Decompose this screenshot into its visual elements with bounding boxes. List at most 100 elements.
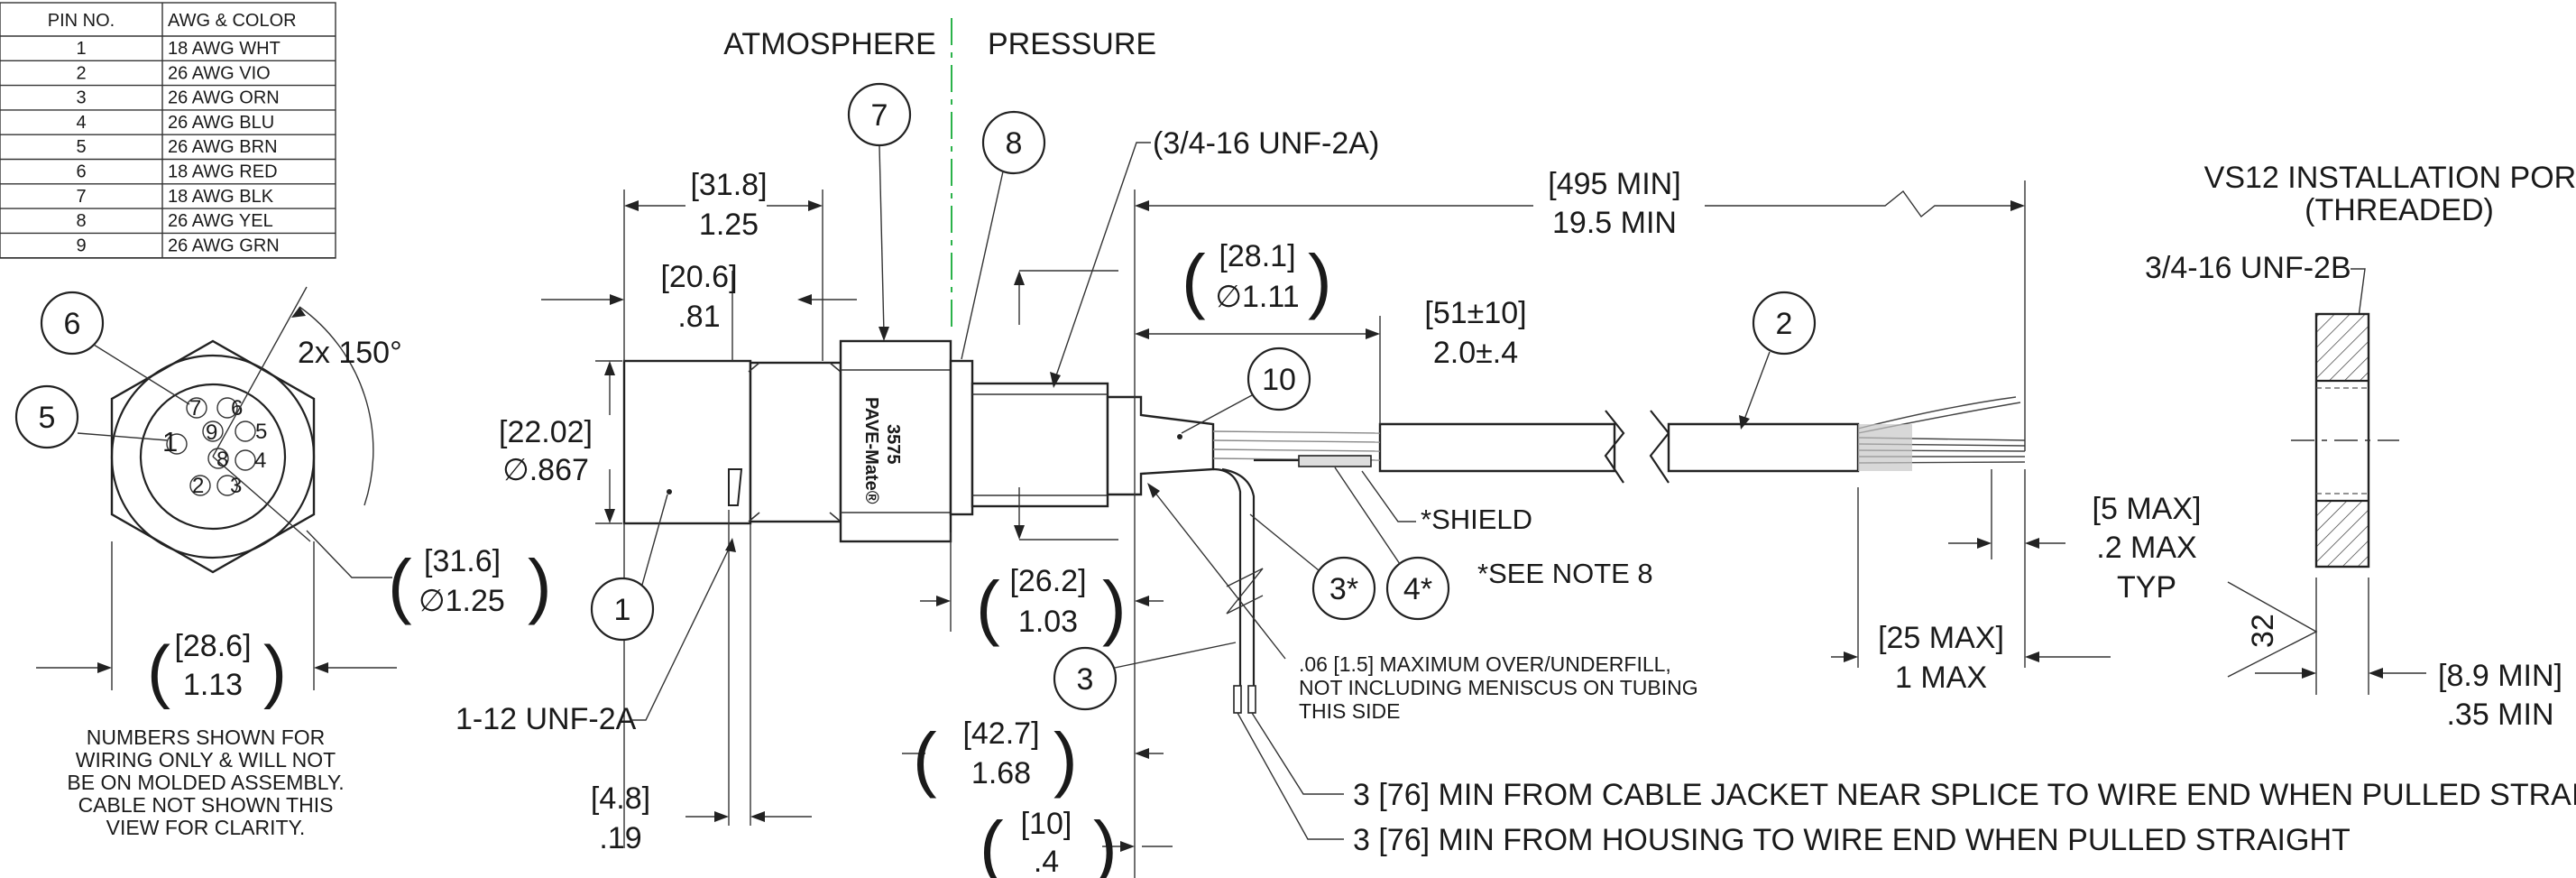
connector-thread xyxy=(749,361,842,523)
balloon-8: 8 xyxy=(1006,126,1023,161)
dim-4-8-in: .19 xyxy=(599,821,641,855)
svg-text:CABLE NOT SHOWN THIS: CABLE NOT SHOWN THIS xyxy=(78,793,334,817)
thread-bottom: 1-12 UNF-2A xyxy=(455,702,637,736)
hex-brand: PAVE-Mate® xyxy=(861,397,881,504)
connector-body xyxy=(622,359,752,525)
dim-22-02-mm: [22.02] xyxy=(499,415,593,449)
dim-10-in: .4 xyxy=(1034,845,1059,878)
svg-text:(: ( xyxy=(388,545,412,625)
svg-text:VIEW FOR CLARITY.: VIEW FOR CLARITY. xyxy=(106,816,306,839)
fill-note-1: .06 [1.5] MAXIMUM OVER/UNDERFILL, xyxy=(1299,652,1671,676)
end-view-width-in: 1.13 xyxy=(183,668,243,702)
svg-text:(: ( xyxy=(913,718,937,799)
wire-note-1: 3 [76] MIN FROM CABLE JACKET NEAR SPLICE… xyxy=(1353,778,2576,812)
end-view-angle: 2x 150° xyxy=(298,336,402,370)
pin-table-cell-awg: 26 AWG GRN xyxy=(168,236,280,255)
dim-5-in: .2 MAX xyxy=(2096,531,2196,565)
dim-42-7-in: 1.68 xyxy=(971,756,1031,790)
end-view-width-mm: [28.6] xyxy=(174,629,251,663)
end-pin-4: 4 xyxy=(254,448,266,473)
balloon-4-star: 4* xyxy=(1403,572,1432,606)
end-pin-1: 1 xyxy=(162,426,178,457)
dim-20-6-mm: [20.6] xyxy=(660,260,737,294)
dim-31-8-in: 1.25 xyxy=(699,208,759,242)
pin-table-cell-awg: 26 AWG VIO xyxy=(168,63,271,83)
pressure-thread xyxy=(971,382,1109,508)
svg-text:): ) xyxy=(1308,240,1332,320)
end-pin-5: 5 xyxy=(255,420,267,444)
dim-10-mm: [10] xyxy=(1021,807,1072,841)
svg-text:): ) xyxy=(1093,807,1118,878)
end-pin-6: 6 xyxy=(231,396,243,421)
pin-table-cell-pin: 3 xyxy=(76,88,86,108)
dim-26-2-mm: [26.2] xyxy=(1009,564,1086,598)
dim-25-in: 1 MAX xyxy=(1895,661,1987,695)
port-thread: 3/4-16 UNF-2B xyxy=(2145,251,2351,285)
svg-text:): ) xyxy=(1102,567,1127,647)
pin-table-header-pin: PIN NO. xyxy=(48,11,115,31)
pin-table-cell-pin: 2 xyxy=(76,63,86,83)
port-view: VS12 INSTALLATION PORT (THREADED) 3/4-16… xyxy=(2145,161,2576,732)
pin-table-cell-pin: 6 xyxy=(76,162,86,182)
dim-5-typ: TYP xyxy=(2117,570,2176,605)
cable-jacket xyxy=(1378,422,1616,473)
hex-nut xyxy=(839,339,952,543)
balloon-5: 5 xyxy=(39,401,56,435)
dim-495-in: 19.5 MIN xyxy=(1552,206,1677,240)
svg-text:WIRING ONLY & WILL NOT: WIRING ONLY & WILL NOT xyxy=(76,748,336,772)
dim-31-8-mm: [31.8] xyxy=(690,168,767,202)
port-finish: 32 xyxy=(2246,614,2280,648)
dim-20-6-in: .81 xyxy=(677,300,720,334)
dim-51-mm: [51±10] xyxy=(1424,296,1526,330)
pin-table-cell-pin: 5 xyxy=(76,137,86,157)
svg-text:(: ( xyxy=(1182,240,1206,320)
port-dim-mm: [8.9 MIN] xyxy=(2438,659,2562,693)
end-view-note: NUMBERS SHOWN FOR WIRING ONLY & WILL NOT… xyxy=(67,726,344,839)
svg-text:): ) xyxy=(263,631,287,710)
end-view-dia-mm: [31.6] xyxy=(424,544,501,578)
dim-25-mm: [25 MAX] xyxy=(1878,621,2004,655)
dim-28-1-in: ∅1.11 xyxy=(1215,280,1299,314)
end-pin-9: 9 xyxy=(206,421,217,445)
wire-note-2: 3 [76] MIN FROM HOUSING TO WIRE END WHEN… xyxy=(1353,823,2351,857)
pin-table-cell-awg: 26 AWG YEL xyxy=(168,211,273,231)
balloon-1: 1 xyxy=(614,593,631,627)
pin-table-cell-awg: 26 AWG BRN xyxy=(168,137,278,157)
svg-text:(: ( xyxy=(980,807,1004,878)
end-pin-7: 7 xyxy=(189,396,201,421)
dim-42-7-mm: [42.7] xyxy=(962,716,1039,751)
fill-note-3: THIS SIDE xyxy=(1299,699,1400,723)
balloon-6: 6 xyxy=(64,307,81,341)
balloon-3-star: 3* xyxy=(1329,572,1358,606)
boot xyxy=(1106,395,1215,496)
dim-28-1-mm: [28.1] xyxy=(1219,239,1295,273)
dim-495-mm: [495 MIN] xyxy=(1548,167,1680,201)
flange xyxy=(949,359,974,516)
balloon-10: 10 xyxy=(1262,363,1296,397)
pin-table-cell-pin: 7 xyxy=(76,187,86,207)
label-see-note: *SEE NOTE 8 xyxy=(1477,558,1653,589)
dim-51-in: 2.0±.4 xyxy=(1433,336,1518,370)
hex-model: 3575 xyxy=(883,424,903,465)
fill-note-2: NOT INCLUDING MENISCUS ON TUBING xyxy=(1299,676,1698,699)
thread-top: (3/4-16 UNF-2A) xyxy=(1153,126,1379,161)
dim-22-02-in: ∅.867 xyxy=(502,453,589,487)
dim-5-mm: [5 MAX] xyxy=(2093,492,2202,526)
balloon-3: 3 xyxy=(1077,662,1094,697)
svg-text:): ) xyxy=(528,545,552,625)
label-shield: *SHIELD xyxy=(1421,504,1532,535)
label-atmosphere: ATMOSPHERE xyxy=(723,27,936,61)
end-pin-2: 2 xyxy=(192,474,204,498)
pin-table-cell-pin: 9 xyxy=(76,236,86,255)
pin-table-cell-awg: 18 AWG RED xyxy=(168,162,278,182)
pin-table-header-awg: AWG & COLOR xyxy=(168,11,297,31)
end-view-outer-circle xyxy=(110,354,316,559)
dim-4-8-mm: [4.8] xyxy=(591,781,650,816)
balloon-2: 2 xyxy=(1776,307,1793,341)
end-view-dia-in: ∅1.25 xyxy=(419,584,505,618)
end-view-face xyxy=(139,383,287,531)
balloon-7: 7 xyxy=(871,98,888,133)
pin-table-cell-awg: 26 AWG ORN xyxy=(168,88,280,108)
